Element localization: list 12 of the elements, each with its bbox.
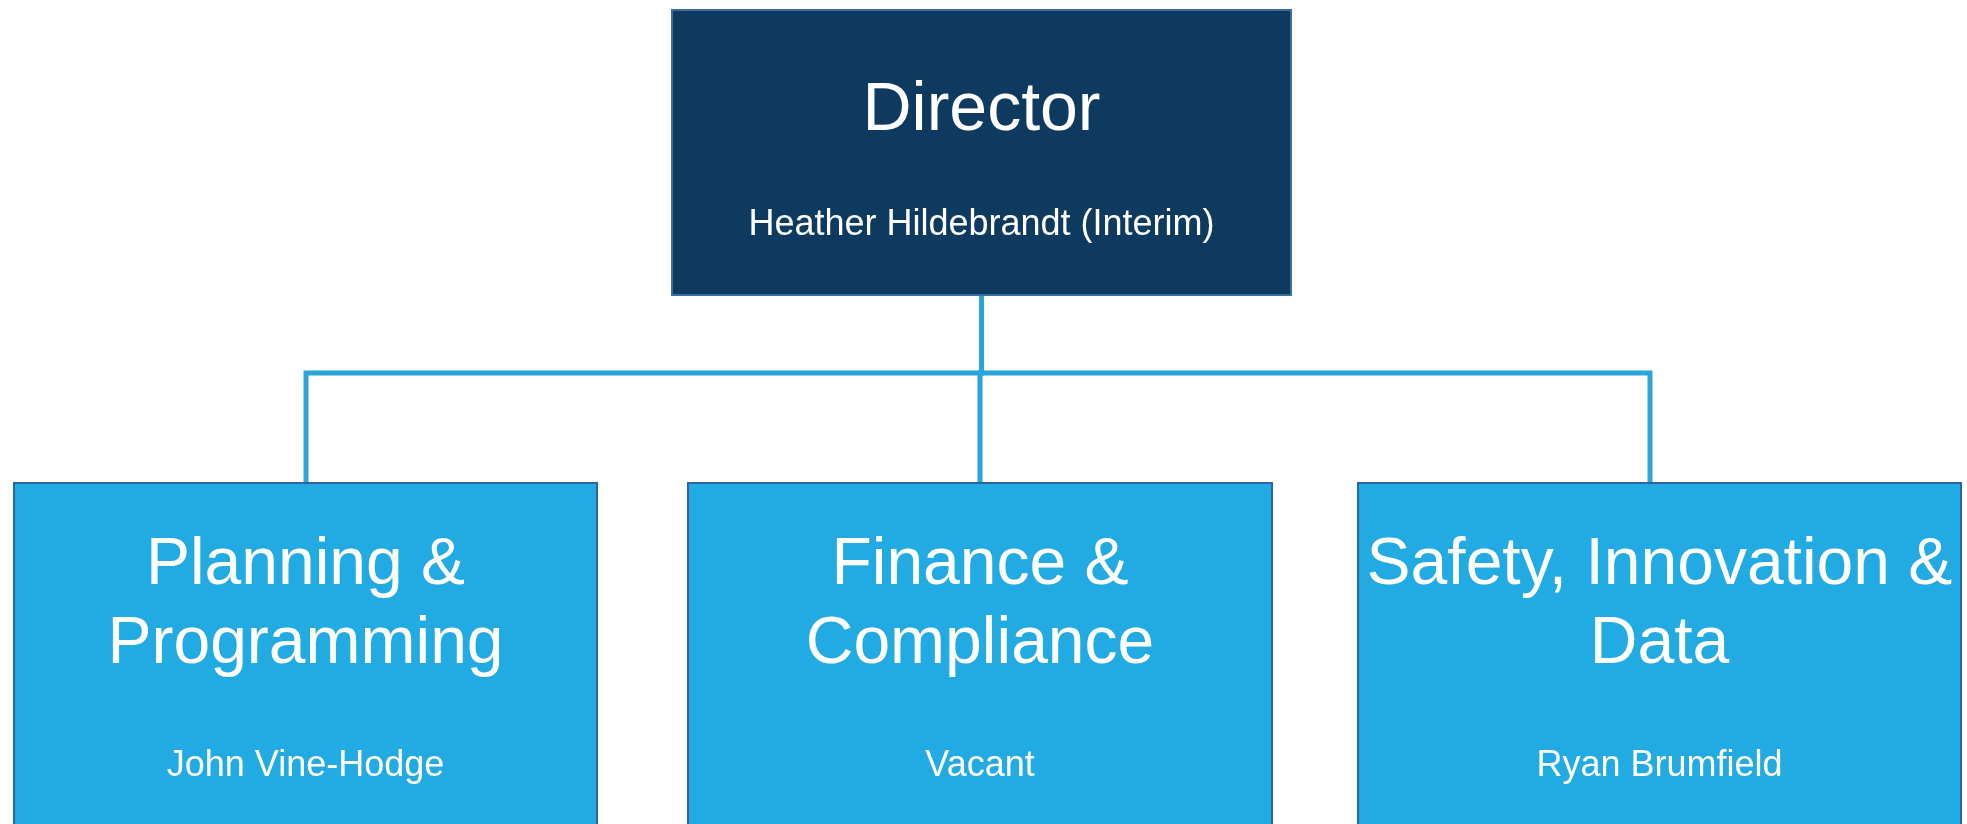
person-name: Ryan Brumfield [1535,742,1784,786]
role-title: Planning & Programming [106,523,505,680]
role-title: Director [861,67,1102,146]
department-box [13,482,598,824]
director-box [671,9,1292,296]
person-name: John Vine-Hodge [165,742,446,786]
role-title: Safety, Innovation & Data [1365,523,1954,680]
person-name: Vacant [924,742,1036,786]
person-name: Heather Hildebrandt (Interim) [747,201,1216,245]
department-box [1357,482,1962,824]
role-title: Finance & Compliance [804,523,1156,680]
department-box [687,482,1273,824]
